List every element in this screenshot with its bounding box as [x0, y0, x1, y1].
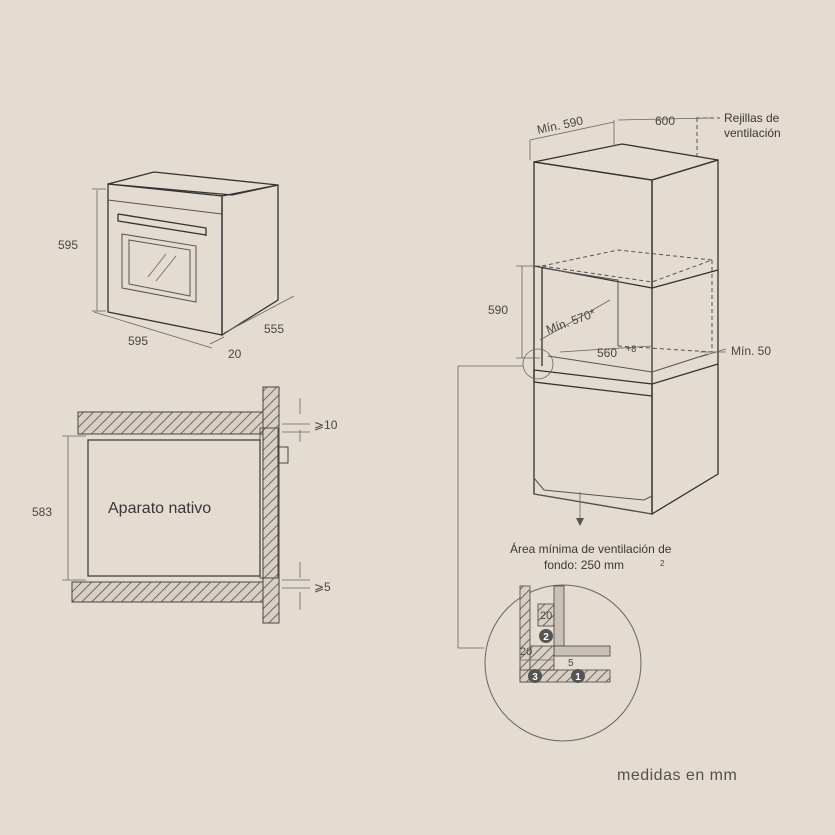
- marker-2-label: 2: [543, 632, 549, 643]
- oven-window-inner: [128, 239, 191, 297]
- dim-width-line: [93, 311, 213, 349]
- width560-tolerance: +8: [626, 344, 636, 354]
- detail-panel-vertical: [519, 585, 531, 683]
- units-note: medidas en mm: [617, 767, 737, 784]
- lower-side: [651, 363, 719, 516]
- section-height-label: 583: [32, 505, 52, 519]
- bottom-shelf-hatch: [71, 581, 265, 603]
- oven-window-outer: [121, 233, 197, 303]
- bottom-gap-label: ⩾5: [314, 580, 331, 594]
- top-gap-label: ⩾10: [314, 418, 338, 432]
- appliance-label: Aparato nativo: [108, 500, 211, 517]
- min570-label: Mín. 570*: [544, 306, 597, 337]
- vent-area-superscript: 2: [660, 559, 665, 568]
- column-cabinet: [516, 117, 727, 526]
- oven-top-face: [107, 171, 279, 196]
- oven-control-strip: [107, 199, 223, 215]
- vents-label-2: ventilación: [724, 126, 781, 140]
- vent-area-line2: fondo: 250 mm: [544, 558, 624, 572]
- vent-area-line1: Área mínima de ventilación de: [510, 541, 672, 556]
- marker-2: [539, 629, 553, 643]
- top-shelf-hatch: [77, 411, 264, 435]
- detail-callout: [457, 348, 642, 742]
- marker-1: [571, 669, 585, 683]
- width600-label: 600: [655, 114, 675, 128]
- glass-reflection: [155, 255, 177, 282]
- detail-appliance-floor: [553, 645, 611, 657]
- detail-20-left: 20: [520, 646, 532, 658]
- vents-label-1: Rejillas de: [724, 111, 780, 125]
- oven-height-label: 595: [58, 238, 78, 252]
- min50-label: Mín. 50: [731, 344, 771, 358]
- width560-label: 560: [597, 346, 617, 360]
- oven-width-label: 595: [128, 334, 148, 348]
- glass-reflection: [147, 253, 167, 278]
- cabinet-top: [533, 143, 719, 181]
- marker-3: [528, 669, 542, 683]
- marker-1-label: 1: [575, 672, 581, 683]
- detail-leader-line: [457, 365, 523, 649]
- upper-side: [651, 159, 719, 289]
- dim-600-line: [617, 117, 711, 121]
- detail-block-corner: [529, 645, 555, 671]
- dim-560-line: [559, 345, 653, 353]
- dim-min590-line: [529, 121, 615, 141]
- front-panel-hatch: [262, 386, 280, 624]
- niche-floor: [547, 355, 653, 373]
- oven-side-face: [221, 184, 279, 337]
- appliance-front: [259, 427, 279, 579]
- section-view: [62, 386, 310, 624]
- detail-5: 5: [568, 658, 574, 669]
- niche-top-dashed: [541, 249, 713, 283]
- oven-depth-label: 555: [264, 322, 284, 336]
- oven-handle: [117, 213, 207, 236]
- dim-min570-line: [539, 299, 611, 341]
- dim-front-line: [209, 336, 225, 345]
- detail-marker-circle: [522, 348, 554, 380]
- niche-back-left: [541, 267, 619, 346]
- height590-label: 590: [488, 303, 508, 317]
- detail-20-top: 20: [540, 610, 552, 622]
- dim-depth-line: [223, 295, 295, 334]
- oven-isometric: [92, 171, 295, 349]
- marker-3-label: 3: [532, 672, 538, 683]
- detail-panel-horizontal: [519, 669, 611, 683]
- detail-appliance-wall: [553, 585, 565, 647]
- oven-front-label: 20: [228, 347, 242, 361]
- plinth-vent: [533, 477, 653, 501]
- lower-door: [533, 369, 653, 515]
